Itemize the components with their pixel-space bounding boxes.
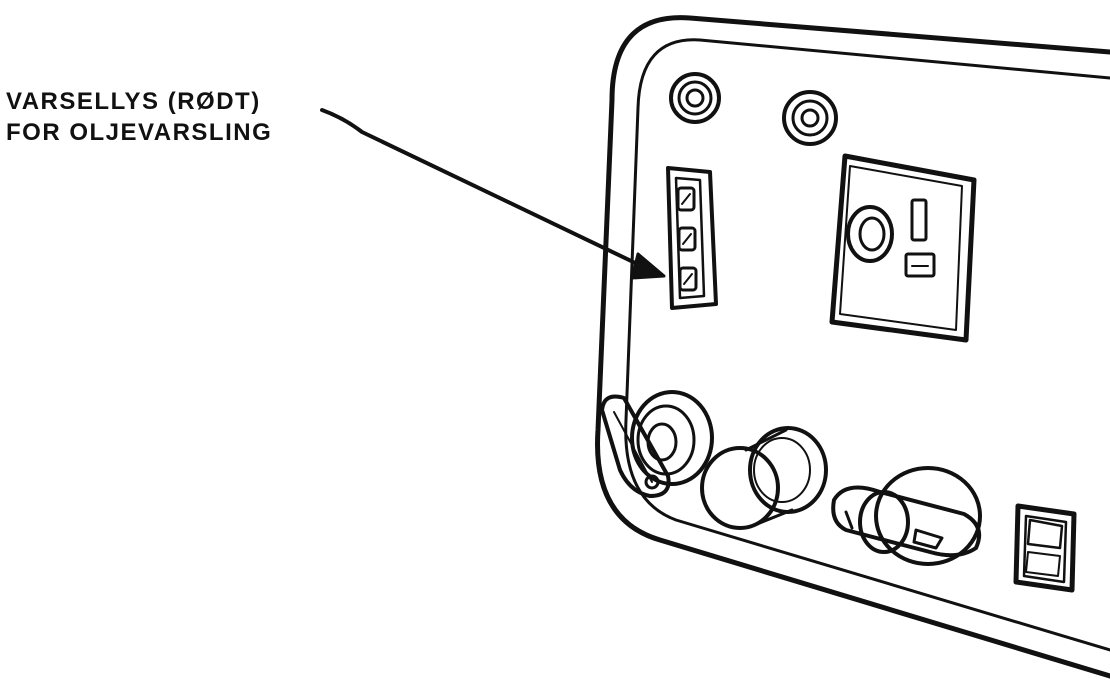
leader-arrow <box>320 108 666 280</box>
callout-line-1: VARSELLYS (RØDT) <box>6 88 261 115</box>
oil-warning-lamp-icon <box>678 266 698 292</box>
top-right-round-indicator <box>782 90 838 146</box>
rocker-switch-icon <box>1013 503 1077 593</box>
warning-lamp-strip <box>666 166 718 310</box>
callout-line-2: FOR OLJEVARSLING <box>6 119 273 146</box>
winged-knob <box>831 466 982 566</box>
module-indicator-slot <box>910 198 928 242</box>
warning-lamp-icon <box>677 226 697 252</box>
rotary-switch-with-lever <box>600 390 714 498</box>
module-knob <box>846 205 894 263</box>
top-left-round-indicator <box>669 72 721 124</box>
middle-cylinder-knob <box>700 426 828 530</box>
panel-housing <box>595 15 1110 679</box>
square-control-module <box>829 153 977 343</box>
warning-light-callout: VARSELLYS (RØDT) FOR OLJEVARSLING <box>6 86 272 148</box>
warning-lamp-icon <box>676 186 696 212</box>
toggle-switch-icon <box>904 252 936 278</box>
